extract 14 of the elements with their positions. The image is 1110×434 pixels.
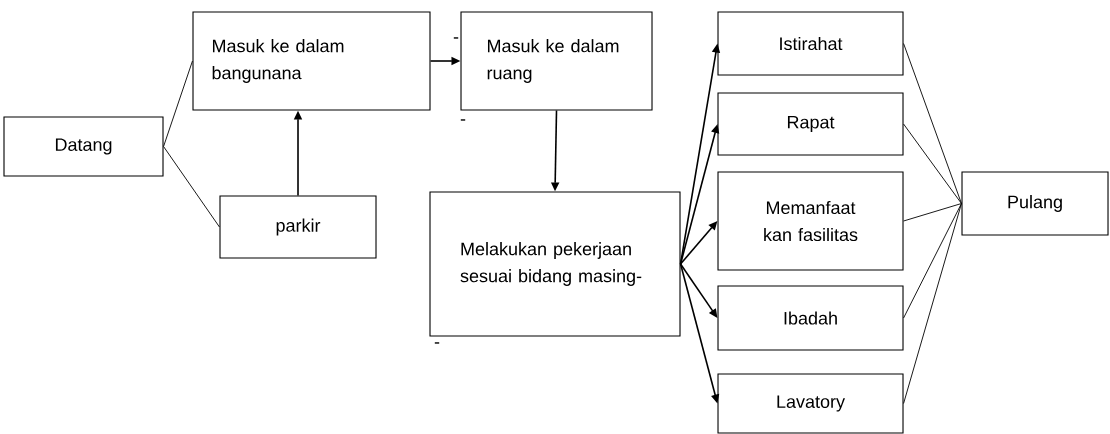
process-box: Lavatory — [717, 373, 904, 434]
process-box: parkir — [219, 195, 377, 259]
dash-mark: - — [453, 37, 459, 39]
process-box: Istirahat — [717, 11, 904, 76]
arrow — [679, 263, 718, 318]
process-box: Memanfaat kan fasilitas — [717, 171, 904, 271]
process-box: Pulang — [961, 171, 1109, 236]
dash-mark: - — [460, 119, 466, 121]
process-box: Melakukan pekerjaan sesuai bidang masing- — [429, 191, 681, 337]
process-box: Masuk ke dalam bangunana — [192, 11, 431, 111]
process-box: Rapat — [717, 92, 904, 156]
process-box: Masuk ke dalam ruang — [460, 11, 653, 111]
process-box: Ibadah — [717, 285, 904, 351]
process-box: Datang — [3, 116, 164, 177]
